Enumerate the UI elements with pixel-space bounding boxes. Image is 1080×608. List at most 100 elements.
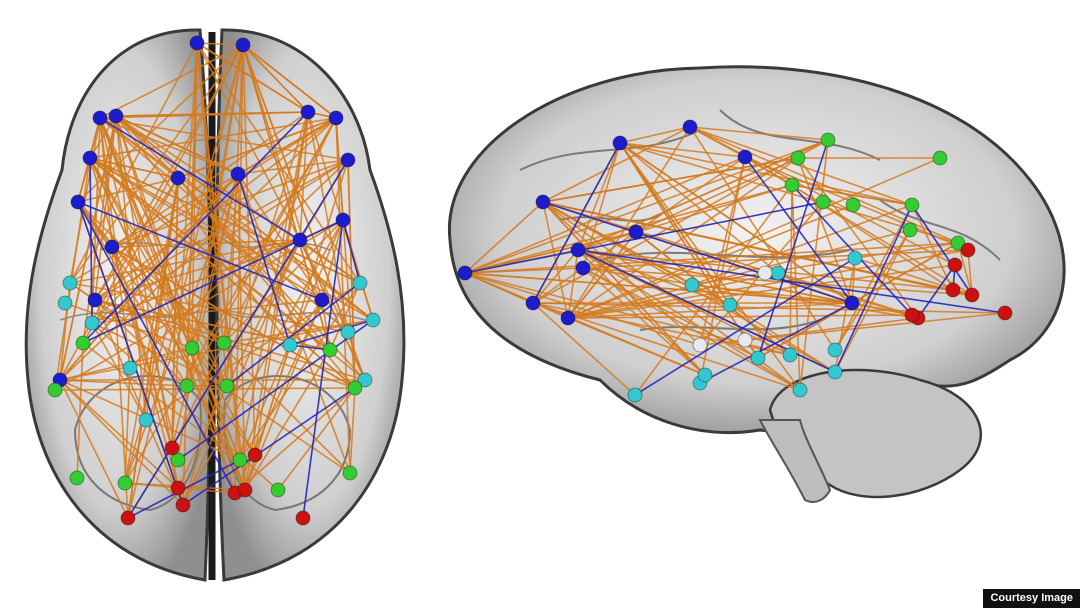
brain-node-37 bbox=[945, 282, 961, 298]
connection-line-13 bbox=[532, 249, 579, 304]
brain-node-9 bbox=[230, 166, 246, 182]
brain-node-12 bbox=[820, 132, 836, 148]
connection-line-137 bbox=[99, 117, 239, 175]
connection-line-216 bbox=[54, 219, 344, 391]
brain-node-34 bbox=[737, 332, 753, 348]
brain-node-48 bbox=[295, 510, 311, 526]
connection-line-77 bbox=[577, 142, 621, 251]
brain-node-40 bbox=[342, 465, 358, 481]
connection-line-211 bbox=[89, 157, 356, 389]
connection-line-147 bbox=[127, 177, 179, 519]
brain-node-4 bbox=[300, 104, 316, 120]
brain-node-6 bbox=[457, 265, 473, 281]
connection-line-98 bbox=[567, 249, 969, 319]
connection-line-113 bbox=[577, 184, 793, 251]
brain-node-0 bbox=[189, 35, 205, 51]
connection-line-31 bbox=[124, 367, 131, 484]
brain-node-23 bbox=[847, 250, 863, 266]
brain-node-11 bbox=[790, 150, 806, 166]
connection-line-238 bbox=[77, 201, 323, 301]
brain-node-5 bbox=[328, 110, 344, 126]
connection-line-18 bbox=[789, 184, 793, 356]
brain-node-3 bbox=[108, 108, 124, 124]
brain-node-30 bbox=[827, 364, 843, 380]
connection-line-42 bbox=[689, 126, 836, 351]
brain-node-27 bbox=[75, 335, 91, 351]
connection-line-142 bbox=[59, 173, 239, 381]
brain-node-20 bbox=[352, 275, 368, 291]
connection-line-201 bbox=[77, 201, 351, 474]
brain-node-25 bbox=[782, 347, 798, 363]
brain-node-8 bbox=[560, 310, 576, 326]
brain-node-37 bbox=[69, 470, 85, 486]
connection-line-144 bbox=[791, 184, 913, 316]
connection-line-8 bbox=[619, 142, 779, 274]
connection-line-157 bbox=[239, 111, 309, 461]
connection-line-190 bbox=[124, 44, 244, 484]
connection-line-78 bbox=[582, 231, 637, 269]
brain-node-17 bbox=[62, 275, 78, 291]
connection-line-67 bbox=[699, 156, 746, 384]
connection-line-81 bbox=[82, 342, 241, 461]
connection-line-181 bbox=[94, 239, 301, 301]
brain-node-10 bbox=[570, 242, 586, 258]
connection-line-101 bbox=[196, 42, 244, 46]
connection-line-107 bbox=[532, 302, 636, 396]
brain-node-31 bbox=[47, 382, 63, 398]
connection-line-42 bbox=[94, 44, 244, 301]
brain-node-35 bbox=[960, 242, 976, 258]
connection-line-135 bbox=[464, 201, 544, 274]
connection-line-128 bbox=[542, 201, 973, 296]
brain-node-7 bbox=[525, 295, 541, 311]
connection-line-241 bbox=[77, 201, 184, 506]
brain-node-33 bbox=[219, 378, 235, 394]
connection-line-27 bbox=[689, 126, 959, 244]
connection-line-170 bbox=[242, 44, 337, 119]
connection-line-82 bbox=[115, 115, 147, 421]
brain-node-16 bbox=[904, 197, 920, 213]
brain-node-47 bbox=[120, 510, 136, 526]
connection-line-239 bbox=[82, 111, 309, 344]
connection-line-189 bbox=[99, 117, 241, 461]
brain-node-9 bbox=[844, 295, 860, 311]
connection-line-199 bbox=[69, 117, 101, 284]
brain-node-13 bbox=[292, 232, 308, 248]
connection-line-66 bbox=[834, 204, 913, 351]
connection-line-143 bbox=[911, 204, 973, 296]
connection-line-95 bbox=[196, 42, 361, 284]
connection-line-15 bbox=[619, 142, 746, 158]
connection-line-229 bbox=[342, 219, 361, 284]
connection-line-23 bbox=[619, 126, 691, 144]
brain-node-23 bbox=[122, 360, 138, 376]
brain-node-28 bbox=[184, 340, 200, 356]
connection-line-137 bbox=[619, 142, 853, 304]
connection-line-146 bbox=[464, 201, 824, 274]
connection-line-94 bbox=[76, 342, 84, 479]
connection-line-214 bbox=[242, 44, 309, 113]
connection-line-234 bbox=[302, 219, 344, 519]
brain-node-24 bbox=[750, 350, 766, 366]
connection-line-114 bbox=[757, 302, 853, 359]
connection-line-206 bbox=[99, 117, 349, 333]
connection-line-196 bbox=[89, 157, 173, 449]
side-view-nodes bbox=[457, 119, 1013, 403]
brain-node-14 bbox=[815, 194, 831, 210]
brain-node-32 bbox=[757, 265, 773, 281]
connection-line-133 bbox=[171, 117, 337, 449]
brain-node-7 bbox=[340, 152, 356, 168]
connection-line-205 bbox=[89, 157, 256, 456]
brain-node-20 bbox=[684, 277, 700, 293]
connection-line-220 bbox=[99, 117, 179, 179]
connection-line-231 bbox=[99, 117, 301, 241]
connection-line-153 bbox=[59, 115, 117, 381]
brain-node-41 bbox=[904, 307, 920, 323]
connection-line-227 bbox=[127, 44, 244, 519]
connection-line-108 bbox=[182, 111, 309, 506]
connection-line-194 bbox=[244, 349, 331, 491]
brain-node-34 bbox=[347, 380, 363, 396]
connection-line-141 bbox=[532, 142, 621, 304]
connection-line-141 bbox=[237, 173, 323, 301]
connection-line-144 bbox=[349, 387, 356, 474]
connection-line-140 bbox=[191, 173, 239, 349]
